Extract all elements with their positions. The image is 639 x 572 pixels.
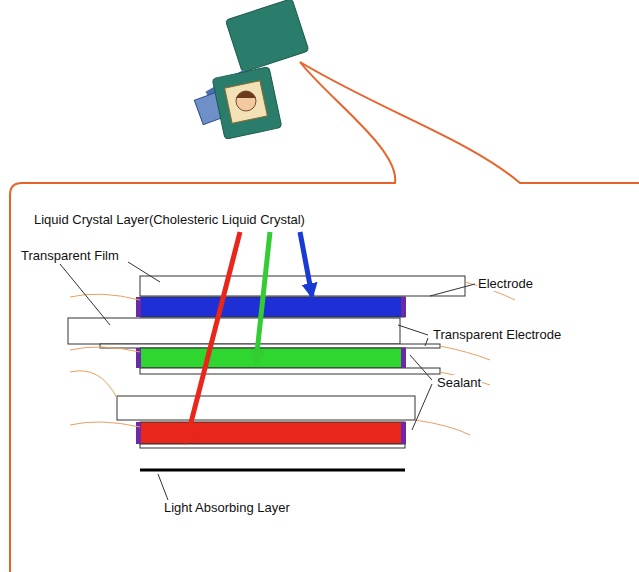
leader-lines <box>60 262 475 500</box>
card-illustration <box>194 0 309 139</box>
callout-outline <box>10 62 639 572</box>
edge-strokes <box>70 282 515 435</box>
green-light-arrow <box>256 232 270 362</box>
electrode-label: Electrode <box>477 276 534 291</box>
electrode-label: Transparent Electrode <box>432 327 562 342</box>
light-absorbing-layer <box>140 469 405 472</box>
sealant-label: Sealant <box>436 375 482 390</box>
red-light-arrow <box>186 232 240 442</box>
sealant <box>136 297 406 444</box>
blue-light-arrow <box>300 232 312 296</box>
layer-stack <box>68 276 465 448</box>
layer-title: Liquid Crystal Layer(Cholesteric Liquid … <box>33 212 306 227</box>
film-label: Transparent Film <box>20 248 120 263</box>
layer-label: Light Absorbing Layer <box>163 500 291 515</box>
